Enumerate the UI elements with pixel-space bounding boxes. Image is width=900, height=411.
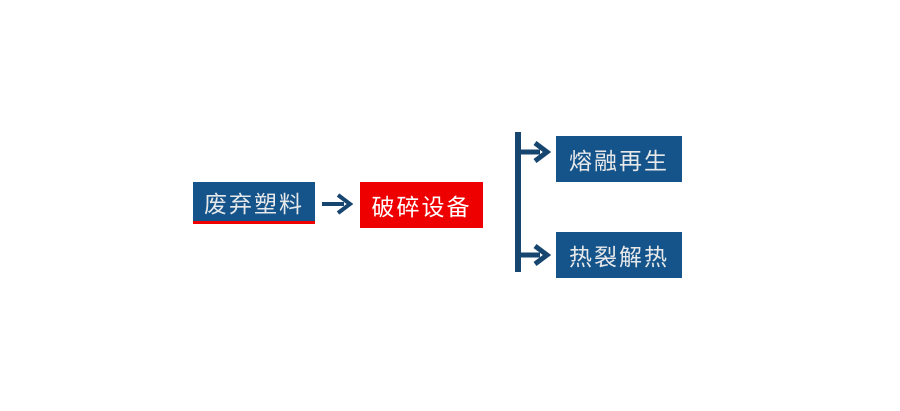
node-input-waste-plastic[interactable]: 废弃塑料 <box>193 182 315 224</box>
node-output-top-label: 熔融再生 <box>569 148 669 174</box>
arrow-branch-top-icon <box>518 141 552 163</box>
node-process-label: 破碎设备 <box>371 194 472 220</box>
node-output-pyrolysis-heat[interactable]: 热裂解热 <box>556 232 682 278</box>
arrow-input-to-process-icon <box>320 188 356 220</box>
node-process-crusher[interactable]: 破碎设备 <box>360 182 483 228</box>
node-output-melt-regeneration[interactable]: 熔融再生 <box>556 136 682 182</box>
node-output-bottom-label: 热裂解热 <box>569 244 669 270</box>
arrow-branch-bottom-icon <box>518 244 552 266</box>
node-input-label: 废弃塑料 <box>204 190 304 217</box>
